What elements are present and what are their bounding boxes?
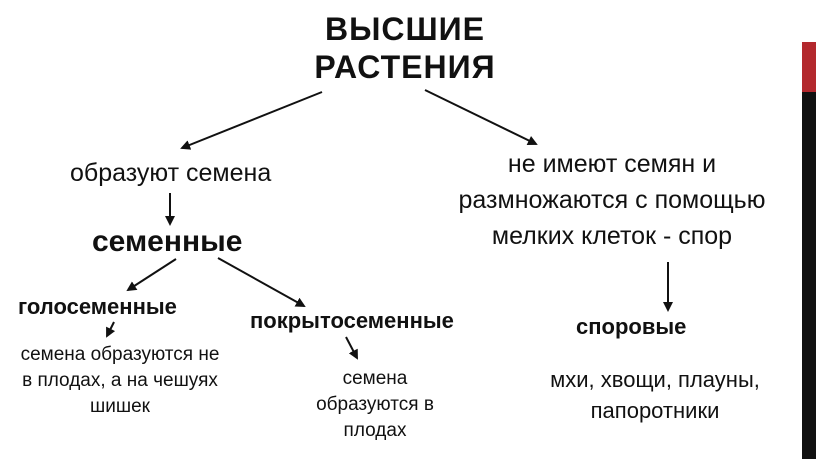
angiosperms-desc: семена образуются в плодах	[316, 368, 434, 441]
arrow-title-to-spores	[424, 89, 538, 145]
spore-plants-examples: мхи, хвощи, плауны, папоротники	[550, 367, 760, 423]
arrow-title-to-seeds	[180, 91, 323, 150]
arrow-angio-to-desc	[345, 336, 358, 360]
arrow-gymno-to-desc	[106, 321, 116, 338]
arrow-seed-plants-to-gymno	[126, 258, 177, 292]
seed-plants-label: семенные	[92, 225, 243, 258]
side-bar-dark-segment	[802, 92, 816, 459]
arrow-seed-plants-to-angio	[217, 257, 306, 307]
spore-plants-label: споровые	[576, 314, 687, 339]
side-bar-top-gap	[802, 0, 816, 42]
diagram-title: ВЫСШИЕ РАСТЕНИЯ	[314, 11, 496, 85]
seeds-label: образуют семена	[70, 159, 272, 187]
gymnosperms-desc: семена образуются не в плодах, а на чешу…	[20, 344, 220, 417]
gymnosperms-label: голосеменные	[18, 294, 177, 319]
angiosperms-label: покрытосеменные	[250, 308, 454, 333]
spores-label: не имеют семян и размножаются с помощью …	[458, 150, 766, 250]
